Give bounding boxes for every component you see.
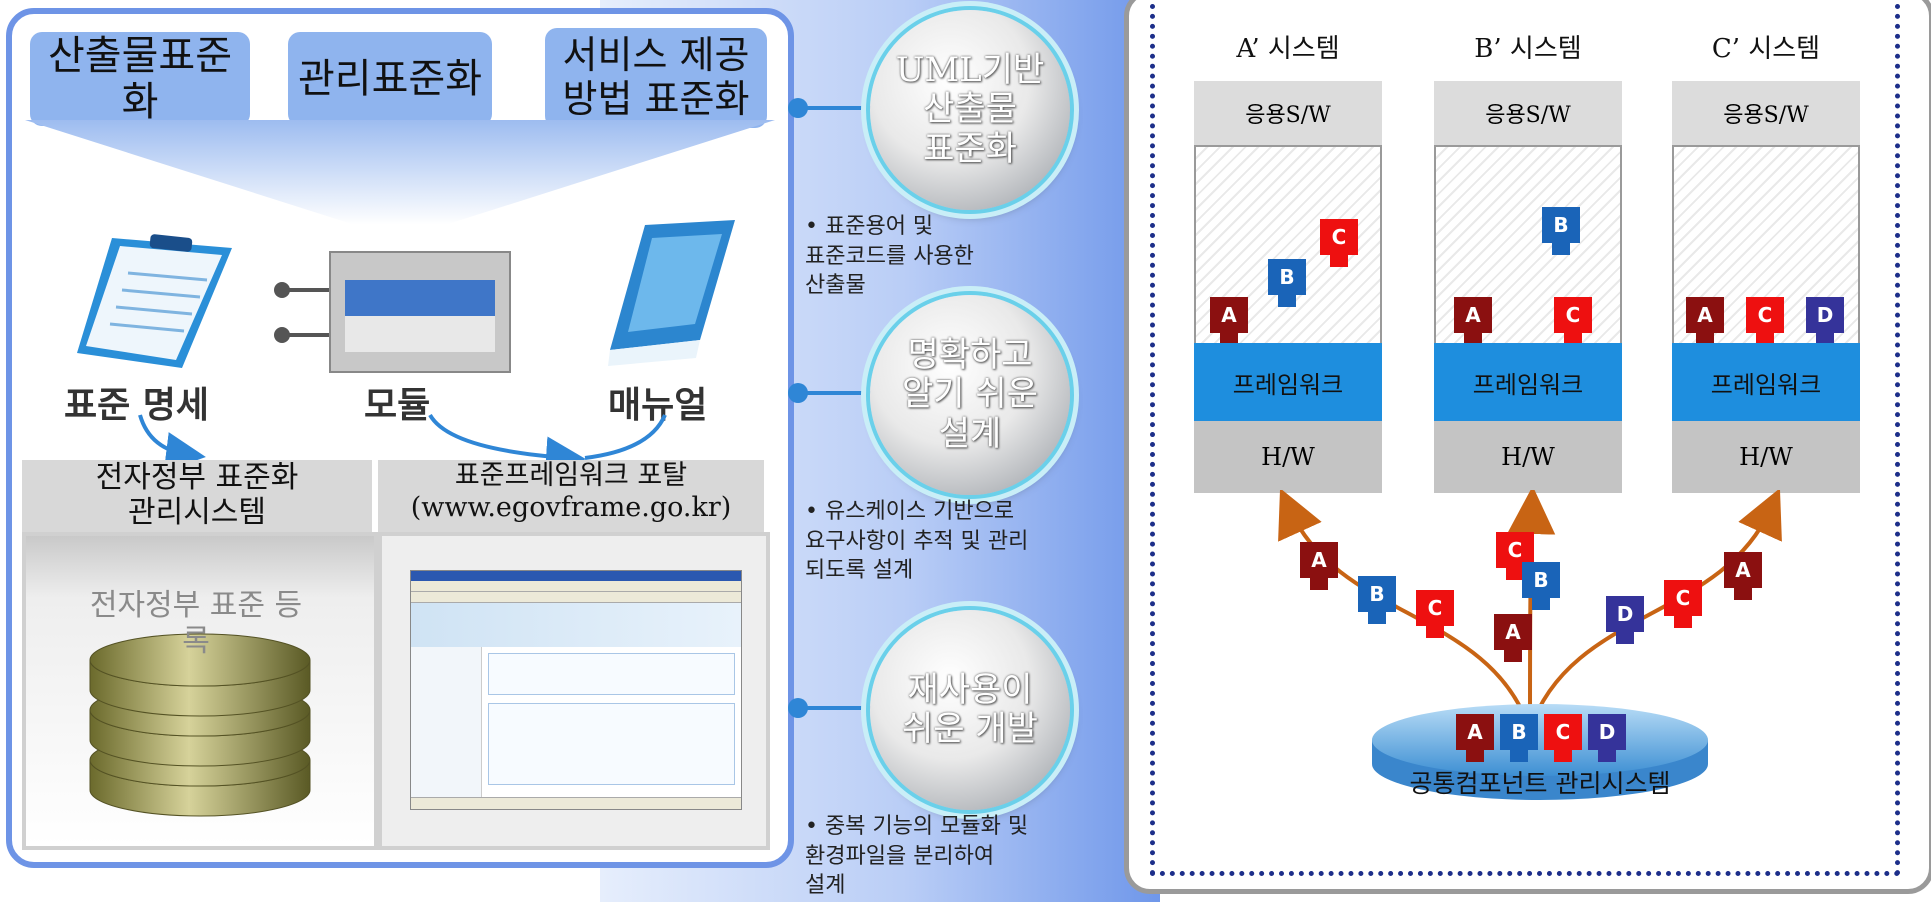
block-d: D: [1588, 714, 1626, 762]
block-a: A: [1210, 297, 1248, 345]
service-method-standardization-box: 서비스 제공 방법 표준화: [545, 28, 767, 128]
module-label: 모듈: [364, 385, 431, 426]
system-c-framework: 프레임워크: [1672, 343, 1860, 421]
clipboard-icon: [77, 234, 232, 368]
block-a: A: [1724, 552, 1762, 600]
system-b-column: B’ 시스템 응용S/W B A C 프레임워크 H/W: [1434, 28, 1622, 493]
system-b-framework: 프레임워크: [1434, 343, 1622, 421]
block-b: B: [1542, 207, 1580, 255]
module-icon: [274, 251, 511, 373]
block-a: A: [1300, 542, 1338, 590]
funnel-arrow: [25, 120, 775, 225]
output-standardization-box: 산출물표준화: [30, 32, 250, 126]
connector-lines: [788, 98, 880, 718]
block-a: A: [1456, 714, 1494, 762]
flow-arrows: [138, 413, 667, 470]
system-a-app-area: A B C: [1194, 145, 1382, 345]
portal-screenshot: [410, 570, 742, 810]
bullet-standard-terms: • 표준용어 및 표준코드를 사용한 산출물: [805, 214, 974, 299]
block-c: C: [1746, 297, 1784, 345]
database-icon: [89, 633, 311, 817]
right-panel-dotted-border: [1150, 0, 1900, 876]
system-b-title: B’ 시스템: [1474, 34, 1582, 64]
standard-spec-label: 표준 명세: [64, 385, 210, 426]
system-c-hw: H/W: [1672, 421, 1860, 493]
system-a-title: A’ 시스템: [1236, 34, 1340, 64]
block-c: C: [1664, 580, 1702, 628]
block-c: C: [1544, 714, 1582, 762]
repository-label: 공통컴포넌트 관리시스템: [1409, 769, 1671, 798]
block-b: B: [1358, 576, 1396, 624]
system-c-column: C’ 시스템 응용S/W A C D 프레임워크 H/W: [1672, 28, 1860, 493]
block-b: B: [1268, 259, 1306, 307]
system-b-hw: H/W: [1434, 421, 1622, 493]
block-d: D: [1606, 596, 1644, 644]
standard-registry-text: 전자정부 표준 등 록: [89, 588, 303, 659]
reusable-development-circle: 재사용이 쉬운 개발: [870, 610, 1070, 810]
system-a-hw: H/W: [1194, 421, 1382, 493]
system-c-title: C’ 시스템: [1711, 34, 1821, 64]
block-b: B: [1522, 562, 1560, 610]
bullet-usecase: • 유스케이스 기반으로 요구사항이 추적 및 관리 되도록 설계: [805, 499, 1029, 584]
block-c: C: [1554, 297, 1592, 345]
block-c: C: [1416, 590, 1454, 638]
block-a: A: [1494, 614, 1532, 662]
system-b-app-sw: 응용S/W: [1434, 81, 1622, 145]
clear-design-circle: 명확하고 알기 쉬운 설계: [870, 295, 1070, 495]
management-standardization-box: 관리표준화: [288, 32, 492, 126]
system-a-framework: 프레임워크: [1194, 343, 1382, 421]
book-icon: [608, 220, 735, 366]
system-a-column: A’ 시스템 응용S/W A B C 프레임워크 H/W: [1194, 28, 1382, 493]
system-a-app-sw: 응용S/W: [1194, 81, 1382, 145]
system-c-app-sw: 응용S/W: [1672, 81, 1860, 145]
block-a: A: [1454, 297, 1492, 345]
standardization-system-title: 전자정부 표준화 관리시스템: [22, 460, 372, 532]
portal-title: 표준프레임워크 포탈 (www.egovframe.go.kr): [378, 460, 764, 532]
uml-standardization-circle: UML기반 산출물 표준화: [870, 10, 1070, 210]
system-c-app-area: A C D: [1672, 145, 1860, 345]
bullet-modularization: • 중복 기능의 모듈화 및 환경파일을 분리하여 설계: [805, 814, 1029, 899]
manual-label: 매뉴얼: [608, 385, 708, 426]
block-c: C: [1320, 219, 1358, 267]
block-b: B: [1500, 714, 1538, 762]
block-a: A: [1686, 297, 1724, 345]
system-b-app-area: B A C: [1434, 145, 1622, 345]
block-d: D: [1806, 297, 1844, 345]
